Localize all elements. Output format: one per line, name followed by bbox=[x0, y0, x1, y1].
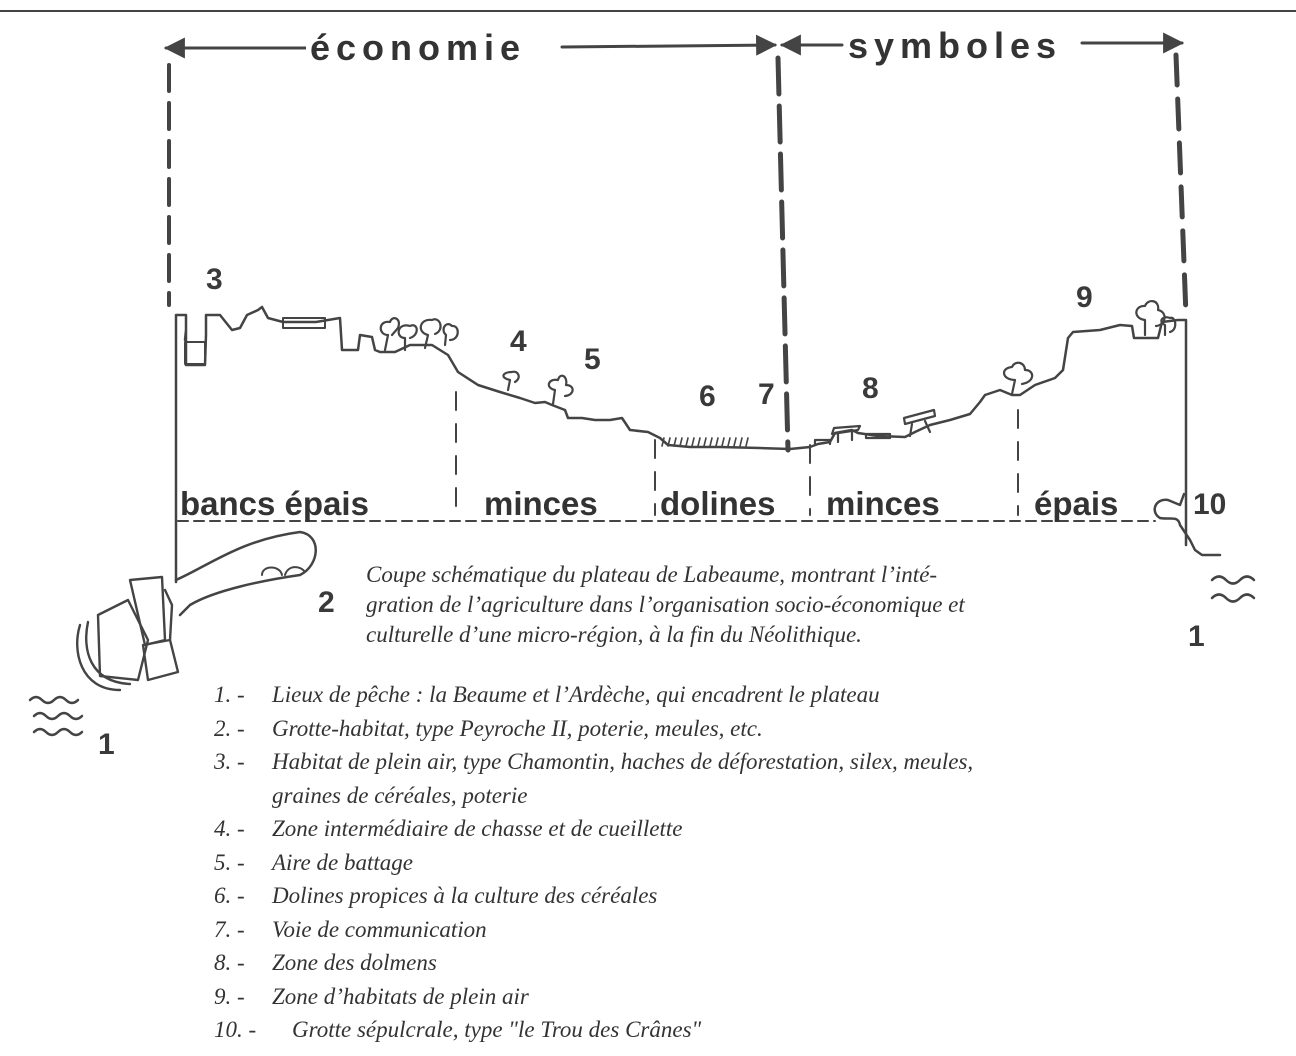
rock-blocks bbox=[76, 575, 180, 692]
water-waves-left bbox=[28, 695, 84, 737]
legend-text: Habitat de plein air, type Chamontin, ha… bbox=[272, 749, 974, 774]
zone-label-minces-right: minces bbox=[826, 485, 940, 522]
cave-10-outline bbox=[1153, 492, 1222, 557]
legend-item: 1. - Lieux de pêche : la Beaume et l’Ardè… bbox=[214, 678, 973, 712]
site-number-9: 9 bbox=[1076, 281, 1093, 314]
doline-hatching bbox=[661, 437, 749, 447]
zone-label-dolines: dolines bbox=[660, 485, 776, 522]
legend-number: 7. - bbox=[214, 916, 245, 942]
caption-line-2: gration de l’agriculture dans l’organisa… bbox=[366, 592, 965, 617]
legend-number: 5. - bbox=[214, 849, 245, 875]
site-number-3: 3 bbox=[206, 263, 223, 296]
middle-boundary-dashed bbox=[775, 55, 791, 453]
legend-item: 5. - Aire de battage bbox=[214, 846, 973, 880]
legend-number: 9. - bbox=[214, 983, 245, 1009]
legend-text: Voie de communication bbox=[272, 916, 487, 942]
site-number-6: 6 bbox=[699, 380, 716, 413]
symbols-label: symboles bbox=[844, 28, 1067, 64]
zone-label-bancs-epais: bancs épais bbox=[180, 485, 369, 522]
legend-text: Zone intermédiaire de chasse et de cueil… bbox=[272, 816, 683, 841]
legend-number: 8. - bbox=[214, 950, 245, 975]
site-3-hut bbox=[184, 341, 206, 365]
site-number-4: 4 bbox=[510, 325, 527, 358]
site-number-1-left: 1 bbox=[98, 728, 115, 761]
tree-icons bbox=[379, 300, 1177, 406]
legend-number: 4. - bbox=[214, 816, 245, 841]
zone-label-minces-left: minces bbox=[484, 485, 598, 522]
legend-text: Zone d’habitats de plein air bbox=[272, 983, 529, 1009]
legend-list: 1. - Lieux de pêche : la Beaume et l’Ardè… bbox=[214, 678, 973, 1047]
legend-item: 8. - Zone des dolmens bbox=[214, 946, 973, 980]
legend-text: Grotte sépulcrale, type "le Trou des Crâ… bbox=[292, 1017, 702, 1042]
water-waves-right bbox=[1210, 575, 1256, 603]
site-number-2: 2 bbox=[318, 586, 335, 619]
field-strip bbox=[282, 317, 326, 329]
legend-text: Dolines propices à la culture des céréal… bbox=[272, 883, 658, 908]
site-number-5: 5 bbox=[584, 343, 601, 376]
economy-arrow bbox=[163, 34, 778, 59]
dolmen-icons bbox=[813, 408, 937, 446]
legend-item: 6. - Dolines propices à la culture des cé… bbox=[214, 879, 973, 913]
top-border-line bbox=[0, 10, 1296, 12]
symbols-arrow bbox=[779, 32, 1185, 56]
legend-number: 1. - bbox=[214, 682, 245, 707]
cave-2-outline bbox=[174, 530, 317, 617]
legend-item: 2. - Grotte-habitat, type Peyroche II, po… bbox=[214, 712, 973, 746]
site-number-7: 7 bbox=[758, 378, 775, 411]
legend-text: Aire de battage bbox=[272, 849, 413, 875]
legend-number: 2. - bbox=[214, 715, 245, 741]
site-number-1-right: 1 bbox=[1188, 620, 1205, 653]
legend-text: Lieux de pêche : la Beaume et l’Ardèche,… bbox=[272, 682, 880, 707]
site-number-10: 10 bbox=[1193, 488, 1227, 521]
figure-caption: Coupe schématique du plateau de Labeaume… bbox=[366, 560, 1186, 650]
economy-label: économie bbox=[306, 30, 531, 66]
legend-item: 9. - Zone d’habitats de plein air bbox=[214, 980, 973, 1014]
legend-item: 3. - Habitat de plein air, type Chamontin… bbox=[214, 745, 973, 779]
zone-label-epais: épais bbox=[1034, 485, 1119, 522]
cave-2-stones bbox=[261, 566, 306, 576]
legend-continuation: graines de céréales, poterie bbox=[272, 782, 528, 808]
caption-line-3: culturelle d’une micro-région, à la fin … bbox=[366, 622, 862, 647]
legend-item: 4. - Zone intermédiaire de chasse et de c… bbox=[214, 812, 973, 846]
legend-item: 10. - Grotte sépulcrale, type "le Trou de… bbox=[214, 1013, 973, 1047]
right-boundary-dashed bbox=[1173, 52, 1189, 318]
legend-item: 7. - Voie de communication bbox=[214, 913, 973, 947]
legend-text: Grotte-habitat, type Peyroche II, poteri… bbox=[272, 715, 763, 741]
site-number-8: 8 bbox=[862, 372, 879, 405]
legend-number: 10. - bbox=[214, 1017, 257, 1042]
zone-dividers bbox=[455, 391, 1019, 516]
caption-line-1: Coupe schématique du plateau de Labeaume… bbox=[366, 562, 938, 587]
legend-text: Zone des dolmens bbox=[272, 950, 437, 975]
legend-number: 3. - bbox=[214, 749, 245, 774]
legend-number: 6. - bbox=[214, 883, 245, 908]
